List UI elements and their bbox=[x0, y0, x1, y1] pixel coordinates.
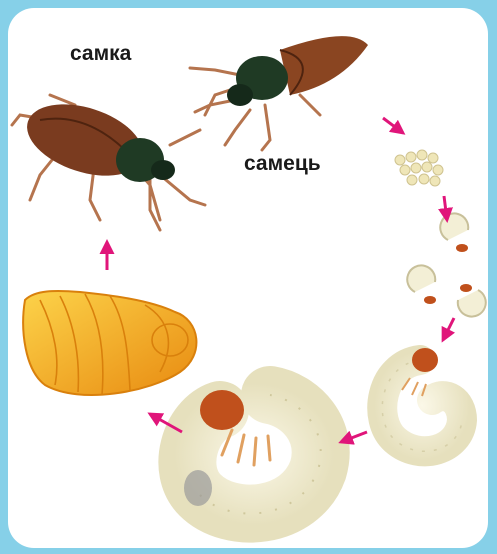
pupa-icon bbox=[23, 291, 196, 395]
small-larva-icon bbox=[382, 348, 462, 451]
eggs-icon bbox=[395, 150, 443, 186]
large-larva-icon bbox=[184, 390, 321, 514]
beetle-male-icon bbox=[190, 36, 368, 150]
label-male: самець bbox=[244, 152, 321, 176]
arrow-young-to-small-larva bbox=[443, 318, 454, 340]
label-female: самка bbox=[70, 42, 131, 66]
young-larvae-icon bbox=[407, 213, 486, 316]
beetle-female-icon bbox=[12, 91, 205, 230]
arrow-male-to-eggs bbox=[383, 118, 403, 133]
